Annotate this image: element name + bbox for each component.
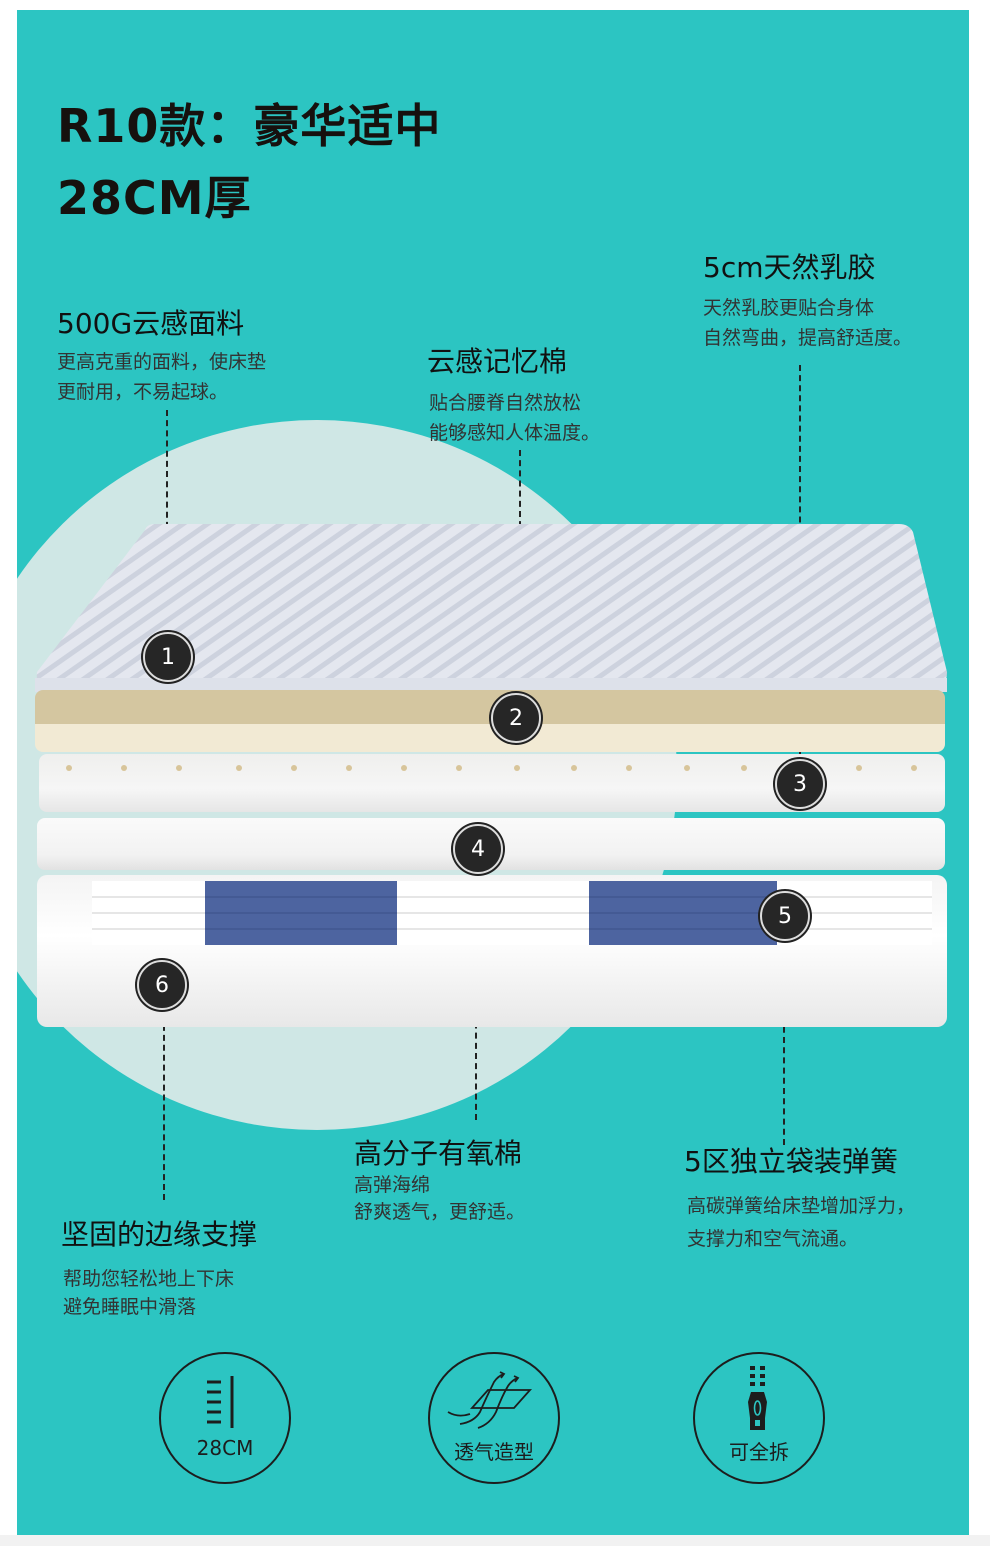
feature-5-desc-line: 支撑力和空气流通。 xyxy=(687,1228,859,1250)
feature-3-title: 5cm天然乳胶 xyxy=(703,251,876,284)
marker-1: 1 xyxy=(143,632,193,682)
feature-1-desc-line: 更耐用，不易起球。 xyxy=(57,381,229,403)
feature-4-title: 高分子有氧棉 xyxy=(354,1137,523,1170)
feature-2-desc-line: 贴合腰脊自然放松 xyxy=(429,392,582,414)
marker-5: 5 xyxy=(760,891,810,941)
latex-holes xyxy=(66,765,917,771)
product-panel: R10款：豪华适中 28CM厚 500G云感面料 更高克重的面料，使床垫 更耐用… xyxy=(17,10,969,1535)
feature-6-desc: 帮助您轻松地上下床 避免睡眠中滑落 xyxy=(63,1265,234,1321)
feature-3-desc-line: 天然乳胶更贴合身体 xyxy=(703,297,875,319)
feature-4-desc-line: 舒爽透气，更舒适。 xyxy=(354,1201,526,1223)
feature-6-desc-line: 帮助您轻松地上下床 xyxy=(63,1268,235,1290)
badge-thickness: 28CM xyxy=(159,1352,291,1484)
feature-6-title: 坚固的边缘支撑 xyxy=(61,1218,258,1251)
marker-2: 2 xyxy=(491,693,541,743)
feature-3-desc-line: 自然弯曲，提高舒适度。 xyxy=(703,327,913,349)
marker-3: 3 xyxy=(775,759,825,809)
marker-6: 6 xyxy=(137,960,187,1010)
zipper-icon xyxy=(748,1366,767,1430)
feature-1-desc-line: 更高克重的面料，使床垫 xyxy=(57,351,267,373)
feature-1-desc: 更高克重的面料，使床垫 更耐用，不易起球。 xyxy=(57,347,266,407)
leader-line-6 xyxy=(163,1005,165,1200)
badge-label: 可全拆 xyxy=(729,1440,789,1464)
fabric-layer xyxy=(35,524,947,692)
feature-2-desc: 贴合腰脊自然放松 能够感知人体温度。 xyxy=(429,388,600,448)
feature-6-desc-line: 避免睡眠中滑落 xyxy=(63,1296,197,1318)
title-line-2: 28CM厚 xyxy=(57,171,252,225)
feature-5-title: 5区独立袋装弹簧 xyxy=(684,1145,898,1178)
badge-label: 透气造型 xyxy=(454,1440,534,1464)
feature-1-title: 500G云感面料 xyxy=(57,307,245,340)
feature-4-desc: 高弹海绵 舒爽透气，更舒适。 xyxy=(354,1172,525,1226)
thickness-ruler-icon xyxy=(207,1376,234,1428)
leader-line-5 xyxy=(783,935,785,1145)
title-line-1: R10款：豪华适中 xyxy=(57,99,442,153)
airflow-icon xyxy=(447,1371,533,1429)
badge-label: 28CM xyxy=(196,1436,254,1460)
feature-2-title: 云感记忆棉 xyxy=(427,345,568,378)
marker-4: 4 xyxy=(453,824,503,874)
badge-breathable: 透气造型 xyxy=(428,1352,560,1484)
feature-3-desc: 天然乳胶更贴合身体 自然弯曲，提高舒适度。 xyxy=(703,293,912,353)
feature-4-desc-line: 高弹海绵 xyxy=(354,1174,431,1196)
feature-5-desc-line: 高碳弹簧给床垫增加浮力， xyxy=(687,1195,916,1217)
feature-5-desc: 高碳弹簧给床垫增加浮力， 支撑力和空气流通。 xyxy=(687,1190,915,1256)
badge-removable: 可全拆 xyxy=(693,1352,825,1484)
memory-foam-layer xyxy=(35,690,945,752)
bottom-strip xyxy=(0,1535,990,1546)
feature-2-desc-line: 能够感知人体温度。 xyxy=(429,422,601,444)
page-title: R10款：豪华适中 28CM厚 xyxy=(57,90,441,234)
